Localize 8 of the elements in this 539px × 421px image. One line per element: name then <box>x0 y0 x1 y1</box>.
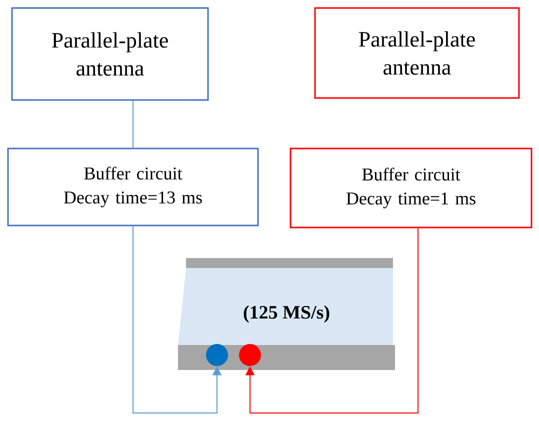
text-box: Parallel-plate antenna <box>314 7 520 99</box>
text-box: Parallel-plate antenna <box>11 7 209 101</box>
connector-port <box>239 344 261 366</box>
text-box: Buffer circuit Decay time=13 ms <box>7 148 259 226</box>
connector-port <box>206 344 228 366</box>
text-box: Buffer circuit Decay time=1 ms <box>290 148 532 228</box>
arrow <box>245 228 418 414</box>
device-box: (125 MS/s) <box>178 258 395 370</box>
